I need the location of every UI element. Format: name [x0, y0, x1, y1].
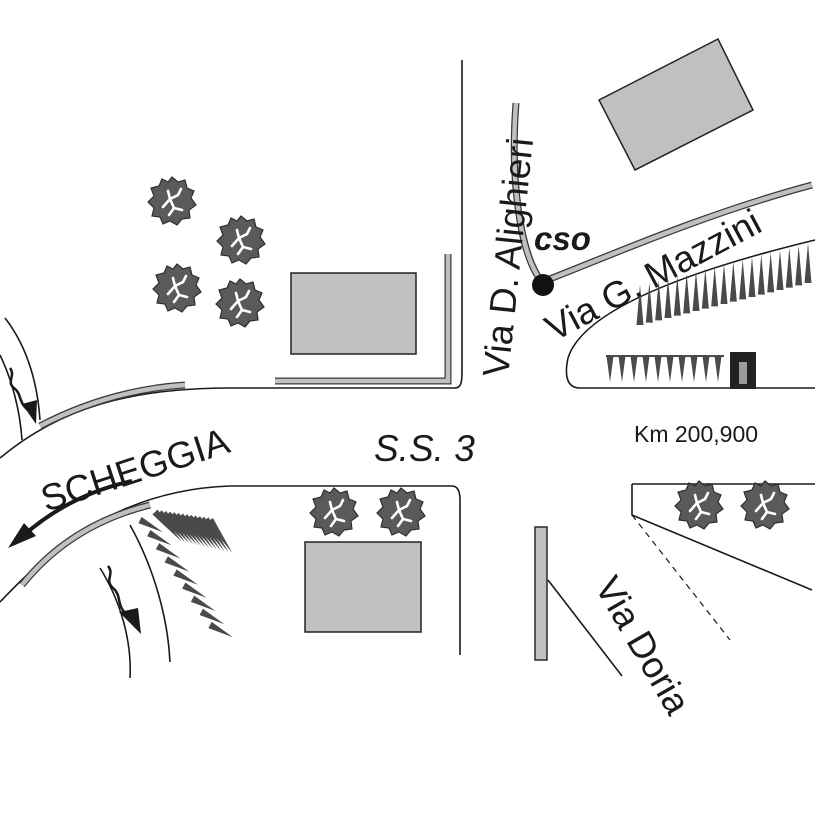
- embankment-hatch: [690, 356, 698, 382]
- embankment-hatch: [739, 259, 747, 300]
- direction-arrow-icon: [8, 479, 133, 548]
- embankment-hatch: [748, 257, 756, 297]
- buildings: [290, 37, 755, 633]
- label-cso: cso: [534, 220, 591, 257]
- embankment-hatch: [606, 356, 614, 382]
- embankment-hatch: [767, 252, 775, 293]
- embankment-hatch: [701, 268, 709, 309]
- embankment-hatch: [702, 356, 710, 382]
- tree-icon: [214, 277, 266, 329]
- embankment-hatch: [630, 356, 638, 382]
- label-km: Km 200,900: [634, 421, 758, 447]
- embankment-hatch: [785, 247, 793, 288]
- embankment-hatch: [714, 356, 722, 382]
- sidewalks: [19, 102, 813, 661]
- embankment-hatch: [776, 250, 784, 290]
- embankment-hatch: [711, 266, 719, 307]
- embankment-hatch: [654, 356, 662, 382]
- tree-icon: [151, 262, 203, 314]
- kilometer-marker-icon: [730, 352, 756, 389]
- tree-icon: [146, 175, 198, 227]
- tree-icon: [375, 486, 427, 538]
- label-via-doria: Via Doria: [587, 570, 698, 722]
- embankment-hatch: [678, 356, 686, 382]
- tree-icon: [673, 479, 725, 531]
- embankment-hatch: [666, 356, 674, 382]
- stream-arrow-icon: [8, 367, 37, 424]
- river-banks: [0, 317, 171, 679]
- tree-icon: [215, 214, 267, 266]
- embankment-hatch: [208, 621, 235, 641]
- embankment-right-lower: [606, 355, 724, 382]
- embankment-hatch: [692, 271, 700, 311]
- location-marker-icon: [532, 274, 554, 296]
- embankment-hatch: [729, 261, 737, 302]
- embankment-hatch: [720, 264, 728, 304]
- embankment-hatch: [795, 245, 803, 286]
- stream-arrow-icon: [106, 565, 141, 634]
- embankment-hatch: [618, 356, 626, 382]
- tree-icon: [308, 486, 360, 538]
- embankment-hatch: [757, 254, 765, 295]
- embankment-hatch: [804, 243, 812, 283]
- embankment-hatch: [642, 356, 650, 382]
- label-ss3: S.S. 3: [374, 428, 475, 469]
- tree-icon: [739, 479, 791, 531]
